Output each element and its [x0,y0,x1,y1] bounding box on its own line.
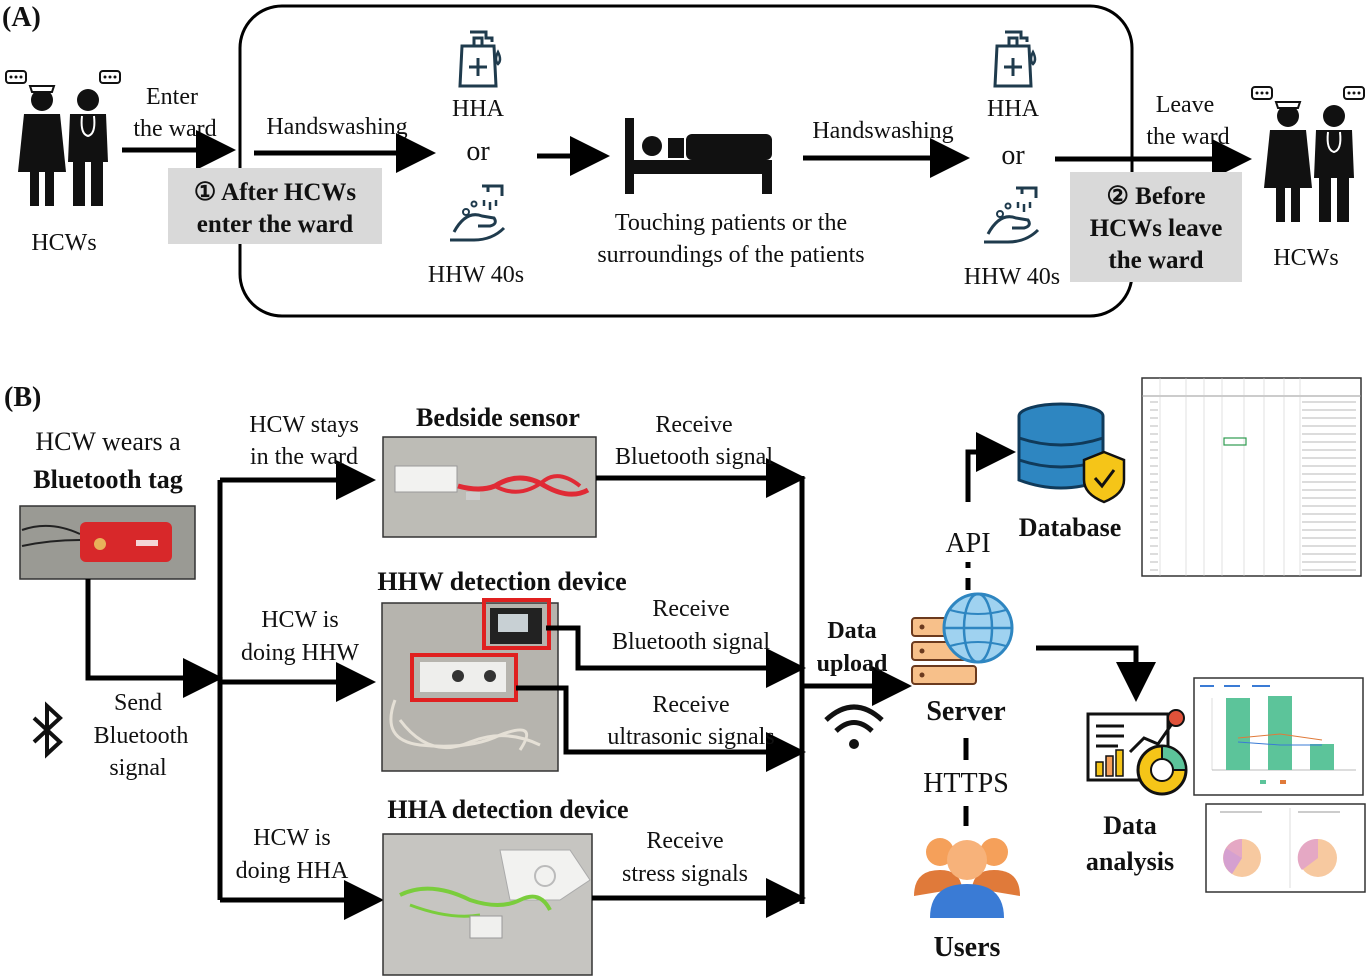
moment-1-line1: ① After HCWs [194,179,356,206]
upload-label-2: upload [817,651,888,677]
handwashing-label-1: Handswashing [266,114,407,140]
moment-2-line3: the ward [1108,247,1203,274]
hand-wash-icon-2 [982,186,1040,244]
recv-stress-label-2: stress signals [622,861,748,887]
moment-2-line1: ② Before [1107,183,1206,210]
bedside-sensor-photo [382,436,597,538]
panel-b-label: (B) [4,382,41,413]
handwashing-label-2: Handswashing [812,118,953,144]
bed-icon [625,118,772,194]
recv-bt1-label-2: Bluetooth signal [615,444,773,470]
database-table-thumbnail [1141,377,1362,577]
send-label-3: signal [109,755,167,781]
check-icon [1093,469,1116,489]
hcws-right-icon [1251,86,1365,223]
stays-label-1: HCW stays [249,412,359,438]
analysis-label-1: Data [1103,811,1156,840]
or-label-2: or [1001,140,1025,171]
api-arrow [965,432,1016,502]
send-label-2: Bluetooth [94,723,189,749]
touch-label-1: Touching patients or the [615,210,847,236]
recv-stress-label-1: Receive [646,828,723,854]
https-label: HTTPS [923,768,1009,799]
hcws-left-icon [5,70,121,207]
hha-label-2: HHA [987,96,1040,122]
recv-bt2-label-1: Receive [652,596,729,622]
hhw-doing-label-1: HCW is [261,607,339,633]
upload-label-1: Data [827,618,876,644]
send-arrow [85,579,223,698]
api-label: API [945,528,990,559]
hha-device-title: HHA detection device [387,795,628,824]
database-label: Database [1019,513,1122,542]
stays-label-2: in the ward [250,444,358,470]
hcws-left-label: HCWs [31,230,96,256]
panel-a-label: (A) [2,2,41,33]
bt-out-arrow [546,625,806,688]
ultrasonic-out-arrow [516,685,806,772]
server-label: Server [926,696,1005,727]
hha-doing-label-1: HCW is [253,825,331,851]
hha-doing-label-2: doing HHA [236,858,349,884]
enter-label-2: the ward [133,116,216,142]
bar-chart-thumbnail [1193,677,1364,796]
moment-2-line2: HCWs leave [1090,215,1223,242]
moment-1-line2: enter the ward [197,211,354,238]
leave-label-2: the ward [1146,124,1229,150]
hhw-doing-label-2: doing HHW [241,640,359,666]
sanitizer-icon [458,30,502,88]
pie-chart-thumbnail [1205,803,1366,893]
recv-bt2-label-2: Bluetooth signal [612,629,770,655]
enter-label-1: Enter [146,84,198,110]
analysis-label-2: analysis [1086,847,1174,876]
tag-label-1: HCW wears a [35,427,181,456]
hand-wash-icon [448,184,506,242]
bluetooth-icon [32,701,63,759]
or-label-1: or [466,136,490,167]
globe-icon [942,592,1014,664]
bedside-title: Bedside sensor [416,403,580,432]
send-label-1: Send [114,690,162,716]
hha-device-photo [382,833,593,976]
recv-us-label-2: ultrasonic signals [607,724,774,750]
sanitizer-icon-2 [993,30,1037,88]
hhw-label-2: HHW 40s [964,264,1060,290]
hha-label-1: HHA [452,96,505,122]
wifi-icon [824,704,884,749]
analysis-arrow [1036,645,1156,702]
leave-label-1: Leave [1156,92,1215,118]
recv-us-label-1: Receive [652,692,729,718]
moment-2-box [1070,172,1242,282]
users-icon [914,838,1020,918]
hcws-right-label: HCWs [1273,245,1338,271]
touch-label-2: surroundings of the patients [597,242,864,268]
shield-icon [1082,450,1126,504]
tag-label-2: Bluetooth tag [33,465,183,494]
bluetooth-tag-photo [19,505,196,580]
moment-1-box [168,168,382,244]
hhw-label-1: HHW 40s [428,262,524,288]
users-label: Users [934,932,1001,963]
analysis-icon [1086,709,1188,796]
recv-bt1-label-1: Receive [655,412,732,438]
hhw-device-title: HHW detection device [377,567,626,596]
